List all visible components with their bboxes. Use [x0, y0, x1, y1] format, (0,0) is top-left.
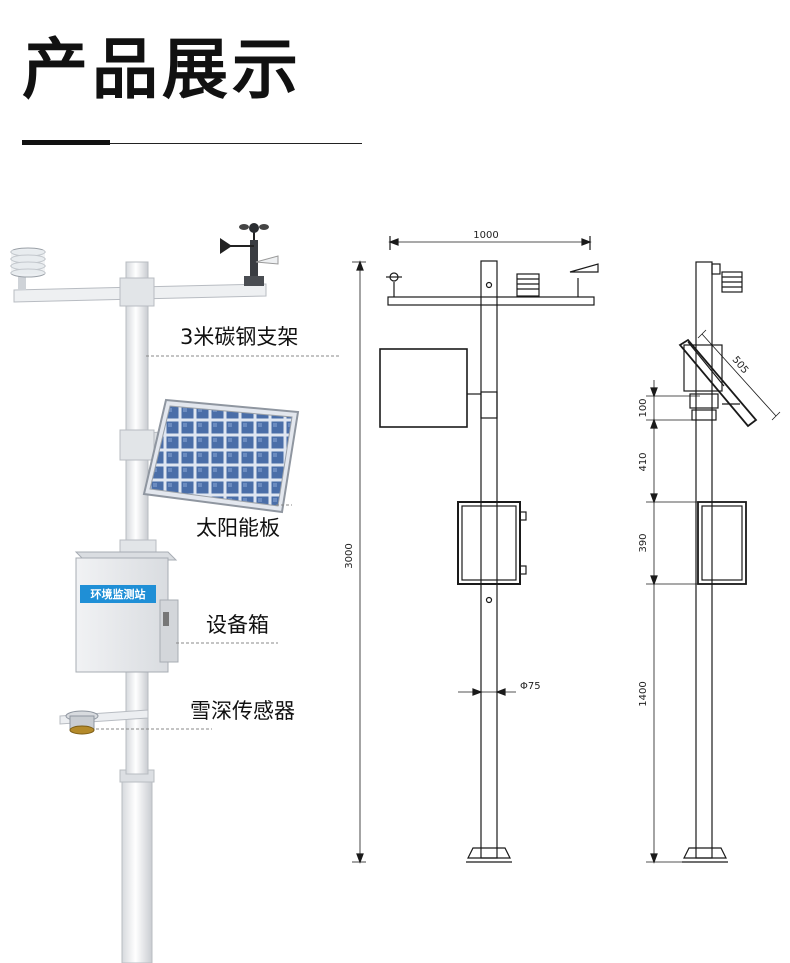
front-shield-icon: [516, 273, 540, 297]
front-wind-sensor-icon: [386, 272, 402, 297]
wind-sensor-icon: [220, 223, 279, 286]
station-render: 环境监测站 3米碳钢支架 太阳能板 设备箱 雪深传感器: [10, 223, 340, 963]
box-sign-plate: [80, 585, 156, 603]
label-bracket: 3米碳钢支架: [180, 325, 298, 349]
dim-crossarm-width: 1000: [473, 230, 498, 241]
equipment-box: 环境监测站: [74, 539, 179, 673]
dim-panel: 505: [730, 355, 751, 377]
front-vane-icon: [569, 263, 599, 297]
title-accent-bar: [22, 140, 110, 145]
dim-side-d: 1400: [638, 681, 649, 706]
main-pole: [125, 261, 149, 775]
dim-total-height: 3000: [344, 543, 355, 568]
dim-side-c: 390: [638, 533, 649, 552]
dim-side-a: 100: [638, 398, 649, 417]
solar-panel: [119, 398, 300, 514]
label-equipment-box: 设备箱: [206, 613, 269, 637]
snow-depth-sensor-icon: [59, 709, 149, 735]
dim-pole-diameter: Φ75: [520, 681, 541, 692]
side-sensor-icon: [711, 263, 743, 293]
radiation-shield-icon: [10, 247, 46, 290]
box-sign-text: 环境监测站: [91, 587, 146, 601]
front-view-drawing: [352, 236, 599, 864]
crossarm-clamp: [119, 277, 155, 307]
side-view-drawing: [646, 261, 781, 864]
title-underline: [22, 143, 362, 144]
label-solar-panel: 太阳能板: [196, 516, 280, 540]
pole-lower-section: [121, 777, 153, 963]
label-snow-sensor: 雪深传感器: [190, 699, 295, 723]
dim-side-b: 410: [638, 452, 649, 471]
page-title: 产品展示: [22, 31, 302, 108]
